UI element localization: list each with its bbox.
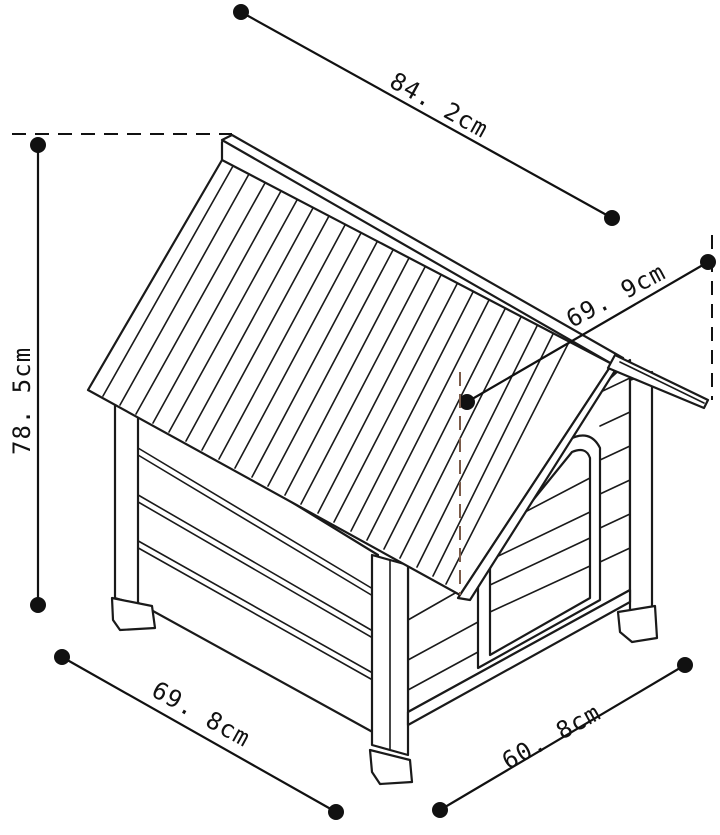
door-frame-inner <box>488 448 592 657</box>
dimension-roof-length: 84. 2cm <box>233 4 620 226</box>
dimension-total-height: 78. 5cm <box>8 133 232 613</box>
foot-front-left <box>368 748 414 786</box>
front-right-post <box>628 370 654 624</box>
foot-rear-left <box>110 596 157 632</box>
rear-left-post <box>113 393 140 607</box>
house-body <box>110 358 659 786</box>
foot-front-right <box>616 604 659 644</box>
roof <box>86 133 710 602</box>
roof-length-label: 84. 2cm <box>385 67 493 144</box>
front-width-label: 60. 8cm <box>497 698 605 775</box>
front-wall-planks <box>407 377 631 691</box>
roof-planks <box>102 165 570 585</box>
total-height-label: 78. 5cm <box>8 347 36 455</box>
left-wall-planks <box>132 444 379 684</box>
door-interior-lines <box>489 477 591 613</box>
front-base-rail <box>406 588 632 727</box>
ridge-height-label: 69. 9cm <box>562 258 671 333</box>
